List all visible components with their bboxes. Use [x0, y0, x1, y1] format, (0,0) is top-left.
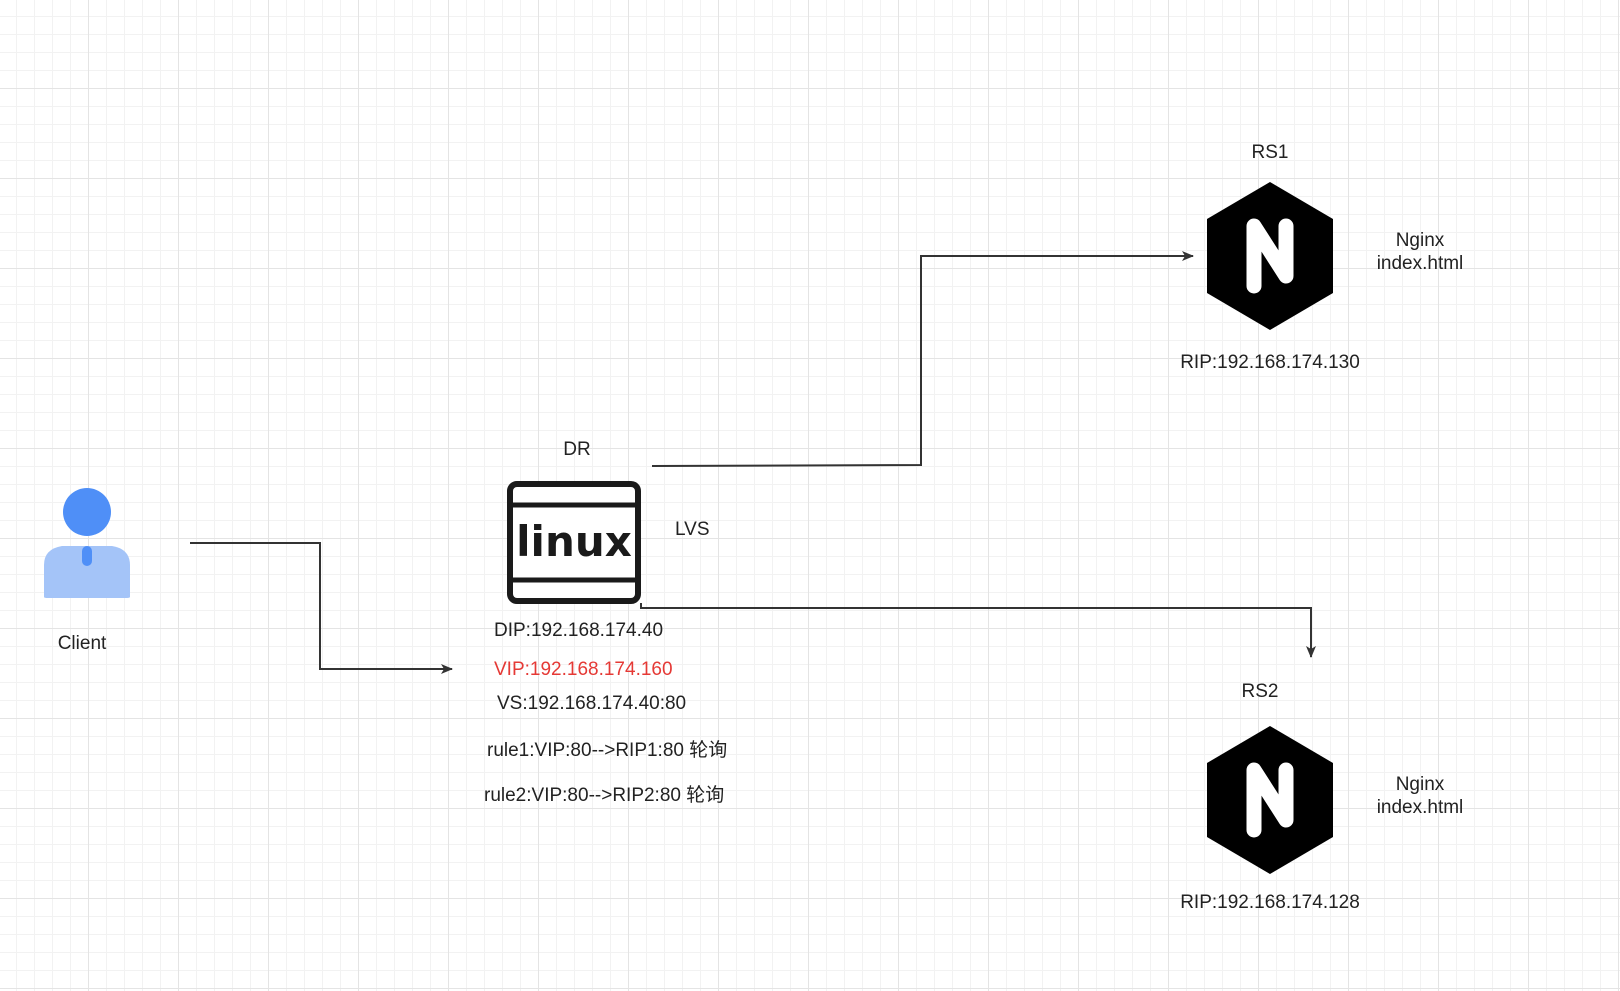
user-icon	[44, 488, 130, 598]
rs2-service-name: Nginx	[1395, 774, 1445, 795]
dr-title: DR	[563, 439, 591, 460]
linux-logo-text: linux	[516, 517, 632, 566]
rs2-service-file: index.html	[1376, 797, 1464, 818]
vip-label: VIP:192.168.174.160	[494, 659, 673, 680]
rule-2-label: rule2:VIP:80-->RIP2:80 轮询	[484, 785, 725, 806]
rs1-service-file: index.html	[1376, 253, 1464, 274]
rs2-rip-label: RIP:192.168.174.128	[1180, 892, 1360, 913]
user-body	[44, 546, 130, 598]
rs1-service-label: Nginx index.html	[1360, 229, 1480, 275]
client-label: Client	[57, 633, 107, 654]
linux-server-icon: linux	[507, 481, 641, 604]
connector-client-to-dr	[190, 542, 453, 674]
rs1-rip-label: RIP:192.168.174.130	[1180, 352, 1360, 373]
dip-label: DIP:192.168.174.40	[494, 620, 664, 641]
user-head	[63, 488, 111, 536]
rs2-title: RS2	[1241, 681, 1279, 702]
nginx-icon	[1207, 726, 1333, 874]
user-tie	[82, 546, 92, 566]
vs-label: VS:192.168.174.40:80	[497, 693, 687, 714]
rs1-title: RS1	[1251, 142, 1289, 163]
lvs-label: LVS	[675, 519, 710, 540]
rule-1-label: rule1:VIP:80-->RIP1:80 轮询	[487, 740, 728, 761]
nginx-icon	[1207, 182, 1333, 330]
connector-dr-to-rs1	[651, 251, 1194, 467]
rs2-service-label: Nginx index.html	[1360, 773, 1480, 819]
rs1-service-name: Nginx	[1395, 230, 1445, 251]
connector-dr-to-rs2	[640, 603, 1316, 658]
